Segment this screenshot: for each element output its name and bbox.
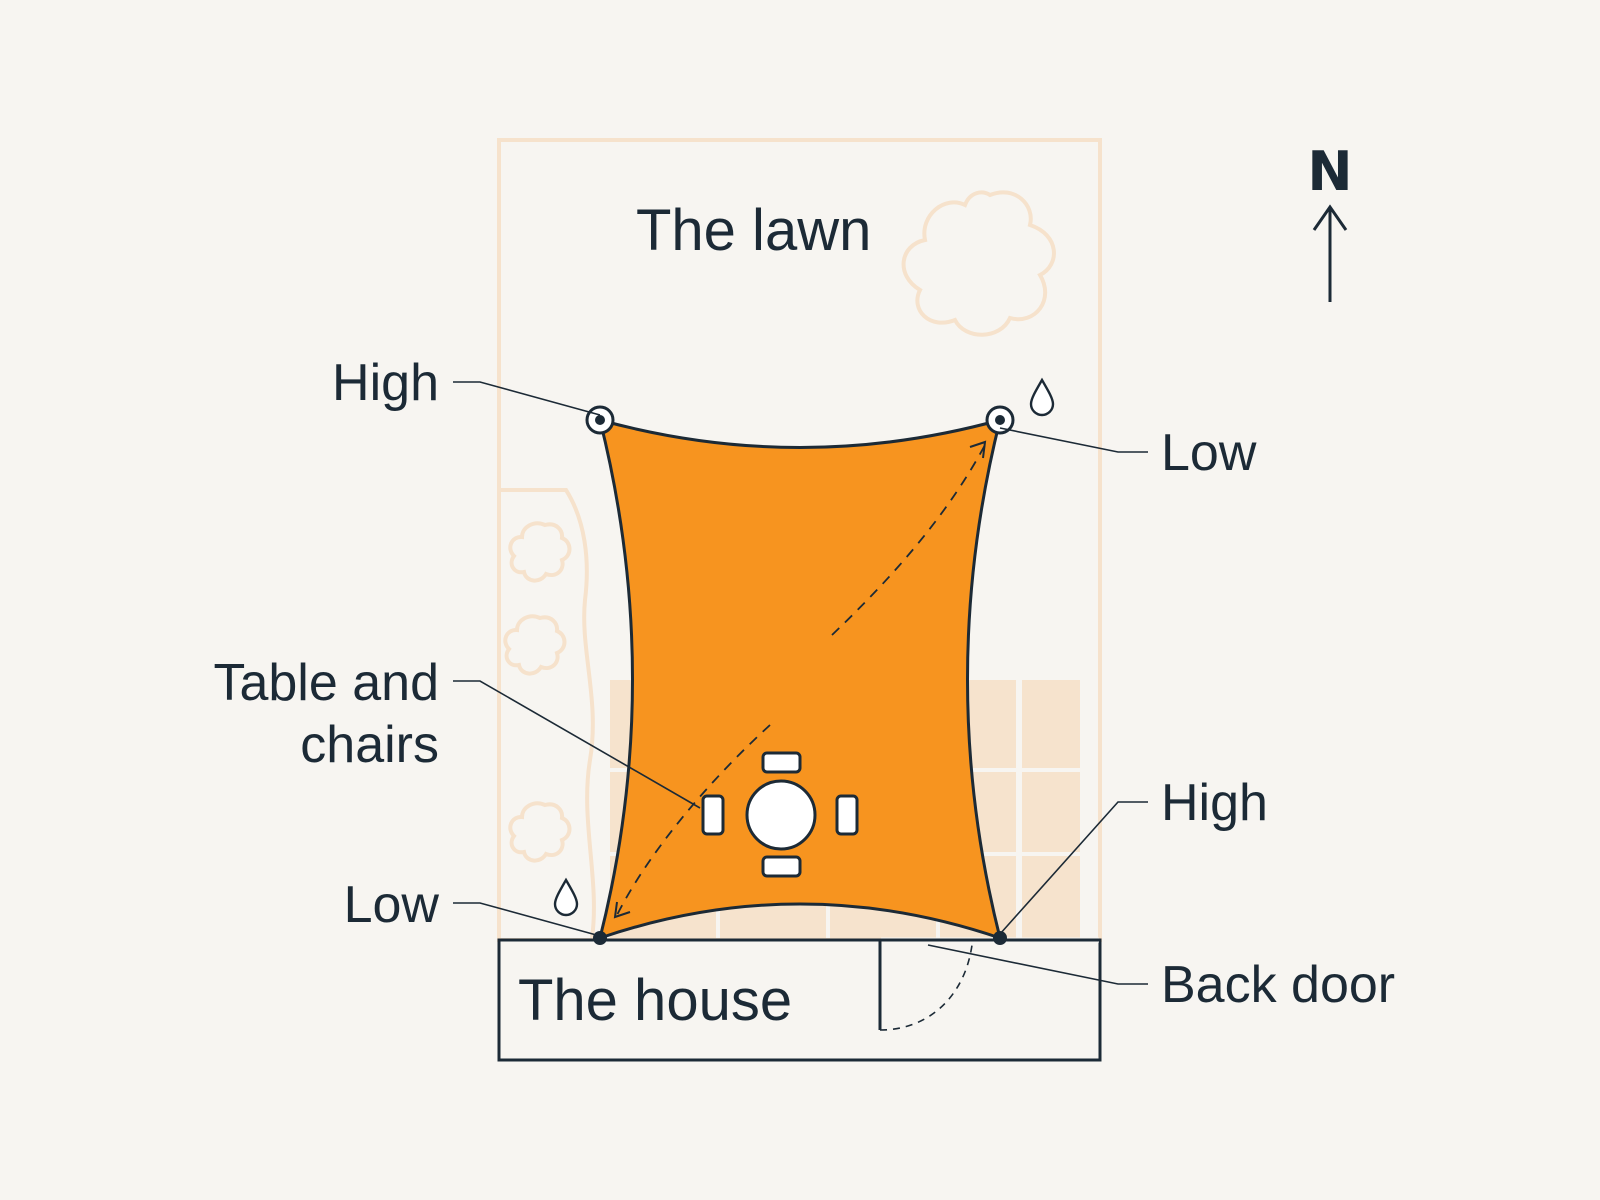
chair-bottom [761,855,802,878]
chair-right [835,794,859,836]
leader-top-left [453,381,601,416]
table-and-chairs [701,751,859,878]
callout-table-line1: Table and [213,654,439,712]
leader-top-right [999,427,1148,453]
arrowhead-ne [969,440,987,459]
arrowhead-sw [613,901,631,919]
runoff-arrows [616,444,986,916]
leader-table [453,680,701,809]
flower-icon [503,614,567,676]
callout-low-bottom-left: Low [344,876,440,934]
water-drop-icon [1029,377,1055,417]
callout-high-bottom-right: High [1161,774,1268,832]
north-label: N [1307,140,1352,203]
callout-high-top-left: High [332,354,439,412]
arrowheads [613,440,987,919]
flower-icon [508,521,572,583]
chair-left [701,794,725,836]
water-drop-icon [553,877,579,917]
flower-icon [901,190,1056,337]
anchor-point-bottom-left [593,931,607,945]
lawn-label: The lawn [636,198,871,263]
table [745,779,817,851]
leader-bottom-right [999,801,1148,935]
anchor-point-top-left [585,405,615,435]
callout-low-top-right: Low [1161,424,1257,482]
leader-bottom-left [453,902,601,937]
runoff-arrow-ne [831,444,986,636]
house-label: The house [518,968,792,1033]
runoff-arrow-sw [616,724,771,916]
north-arrow-icon [1312,204,1348,302]
chair-top [761,751,802,774]
house-fill [500,941,1099,1059]
flower-bed [499,488,596,939]
leader-back-door [927,944,1148,985]
door-swing [879,944,973,1031]
callout-back-door: Back door [1161,956,1395,1014]
anchor-point-bottom-right [993,931,1007,945]
flower-icon [508,801,572,863]
callout-table-line2: chairs [300,716,439,774]
anchor-point-top-right [985,405,1015,435]
